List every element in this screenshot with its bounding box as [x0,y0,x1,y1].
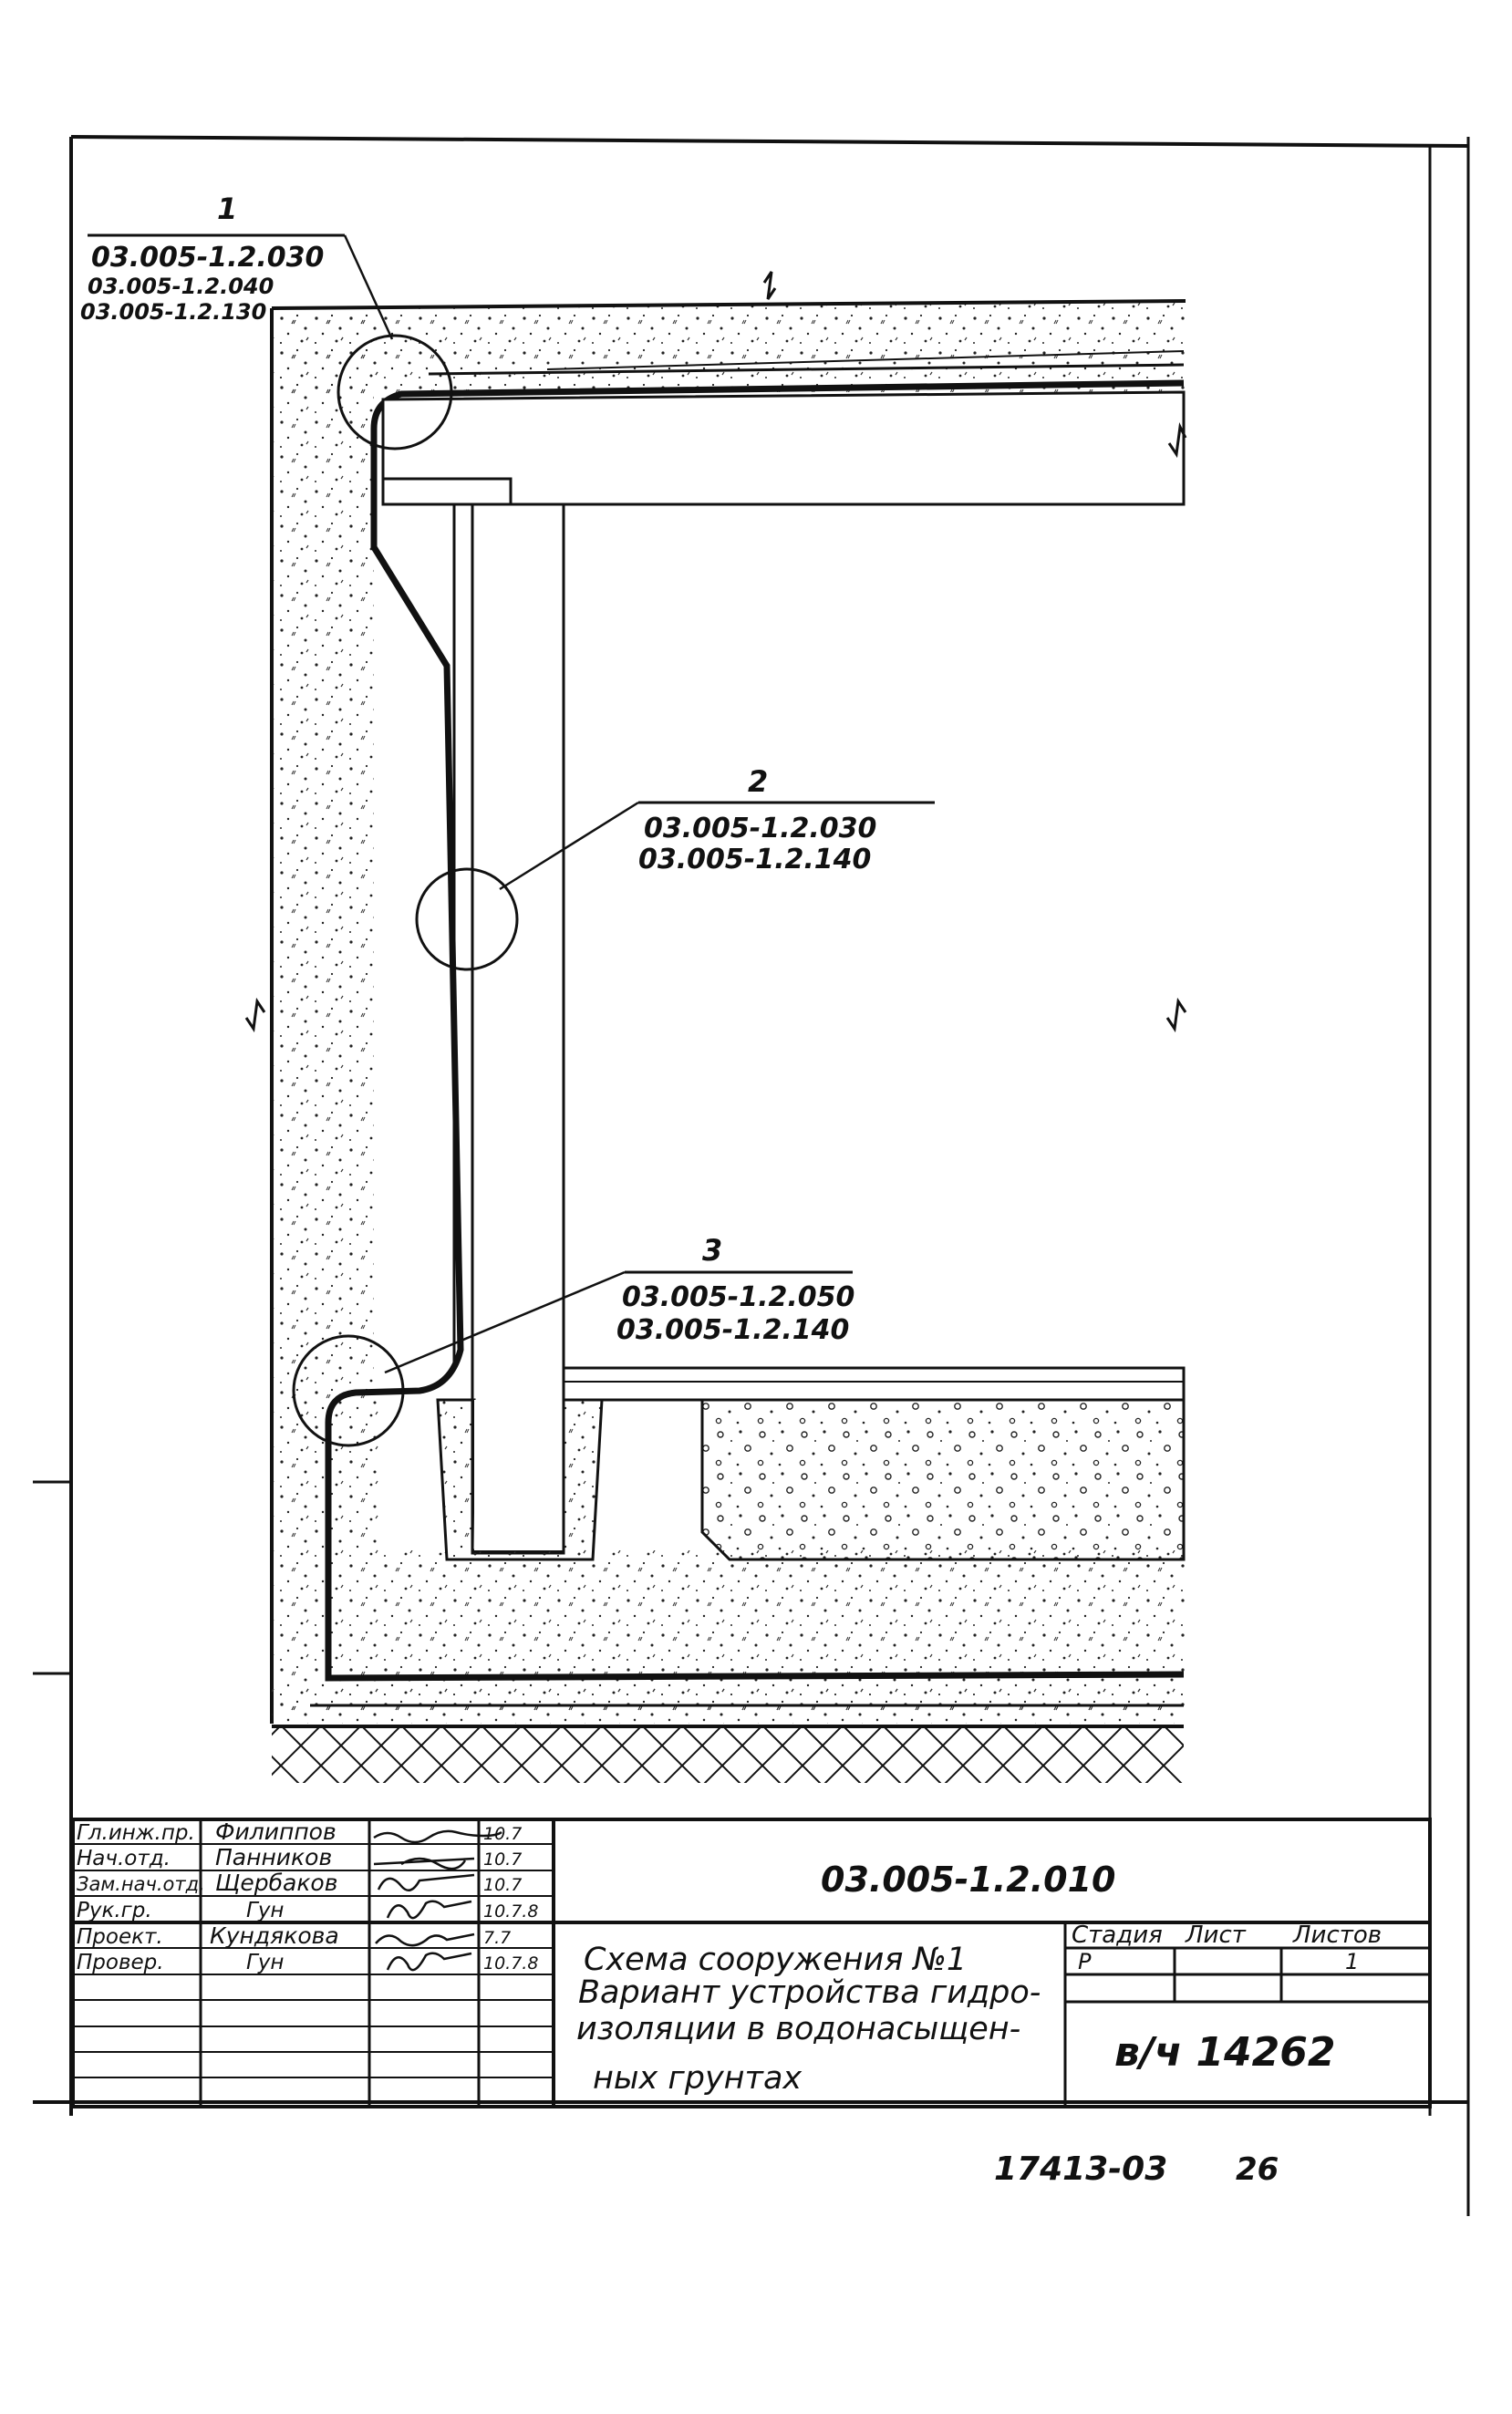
callout-2-ref-2: 03.005-1.2.140 [638,844,871,875]
base-slab [272,1672,1185,1728]
callout-3-ref-1: 03.005-1.2.050 [622,1281,854,1313]
callout-3: 3 03.005-1.2.050 03.005-1.2.140 [384,1233,854,1374]
gravel-fill [700,1398,1186,1561]
callout-2-number: 2 [748,764,768,799]
person-name: Щербаков [215,1870,337,1896]
roof-slab [381,390,1186,506]
callout-1-number: 1 [217,192,237,226]
title-block: Гл.инж.пр. Филиппов 10.7 Нач.отд. Панник… [71,1818,1432,2108]
document-code: 03.005-1.2.010 [821,1860,1115,1900]
stage-header: Стадия [1072,1922,1163,1949]
drawing-title-line-4: ных грунтах [593,2060,802,2097]
role-label: Нач.отд. [77,1847,171,1870]
stage-value: Р [1078,1949,1092,1974]
sign-date: 10.7 [483,1875,522,1895]
sign-date: 10.7 [483,1849,522,1870]
soil-hatching [272,1728,1184,1783]
internal-column [452,502,565,1555]
organization-name: в/ч 14262 [1114,2029,1336,2076]
inventory-number: 17413-03 [994,2150,1167,2188]
signatures [373,1829,502,1972]
sheets-value: 1 [1345,1949,1359,1974]
person-name: Филиппов [215,1818,337,1845]
drawing-title-line-3: изоляции в водонасыщен- [576,2011,1020,2047]
page-number: 26 [1236,2151,1279,2188]
role-label: Гл.инж.пр. [77,1821,195,1845]
callout-2: 2 03.005-1.2.030 03.005-1.2.140 [499,764,935,891]
callout-2-ref-1: 03.005-1.2.030 [644,813,876,844]
person-name: Кундякова [210,1922,339,1949]
callout-1-ref-2: 03.005-1.2.040 [88,274,274,299]
sign-date: 10.7 [483,1824,522,1844]
floor-slab [562,1366,1186,1402]
role-label: Рук.гр. [77,1899,152,1922]
waterproofing-membrane [325,379,1185,1682]
person-name: Гун [246,1899,284,1922]
role-label: Проект. [77,1925,163,1949]
person-name: Панников [215,1844,332,1870]
sign-date: 10.7.8 [483,1953,538,1974]
callout-3-number: 3 [702,1233,722,1268]
sign-date: 10.7.8 [483,1901,538,1922]
callout-3-ref-2: 03.005-1.2.140 [616,1314,849,1346]
callout-1-ref-3: 03.005-1.2.130 [80,299,266,325]
drawing-title-line-1: Схема сооружения №1 [584,1942,967,1978]
sheets-header: Листов [1292,1922,1382,1949]
role-label: Зам.нач.отд. [77,1873,205,1895]
sheet-frame [33,135,1470,2216]
callout-1-ref-1: 03.005-1.2.030 [91,242,324,274]
signature-rows: Гл.инж.пр. Филиппов 10.7 Нач.отд. Панник… [77,1818,538,1974]
detail-circle-1 [337,334,453,451]
role-label: Провер. [77,1951,164,1974]
foundation-pit [436,1398,604,1561]
drawing-title-line-2: Вариант устройства гидро- [578,1974,1041,2011]
callout-1: 1 03.005-1.2.030 03.005-1.2.040 03.005-1… [80,192,394,340]
sheet-header: Лист [1185,1922,1247,1949]
detail-circle-3 [292,1334,405,1447]
detail-circle-2 [415,867,519,971]
person-name: Гун [246,1951,284,1974]
break-lines [244,271,1187,1033]
sign-date: 7.7 [483,1928,511,1948]
